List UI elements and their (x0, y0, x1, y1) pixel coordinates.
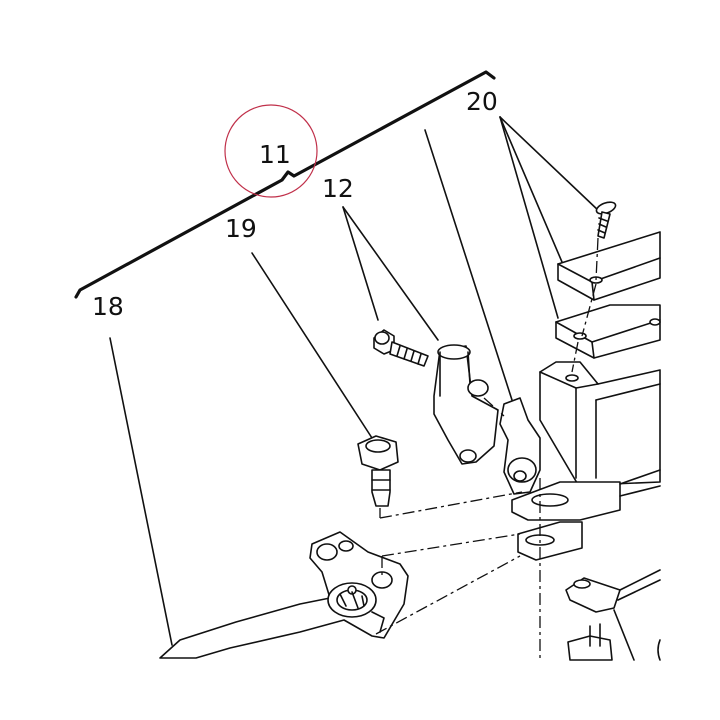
handlebar-clamp (433, 344, 499, 465)
callout-19[interactable]: 19 (225, 214, 257, 243)
cover-screw (581, 201, 617, 337)
assembly-bracket (74, 70, 496, 299)
master-cylinder-body (511, 341, 661, 561)
assembly-axes (375, 397, 541, 660)
brake-lever (159, 531, 409, 659)
callout-18[interactable]: 18 (92, 292, 124, 321)
leader-lines (109, 116, 601, 646)
highlight-circle (224, 104, 318, 198)
brake-light-switch (565, 569, 661, 661)
pivot-bush (357, 435, 399, 507)
callout-11[interactable]: 11 (259, 140, 291, 169)
reservoir-gasket (555, 304, 661, 359)
pivot-knob (499, 397, 541, 495)
callout-12[interactable]: 12 (322, 174, 354, 203)
clamp-bolt (373, 329, 429, 367)
reservoir-cover (557, 231, 661, 301)
callout-20[interactable]: 20 (466, 87, 498, 116)
